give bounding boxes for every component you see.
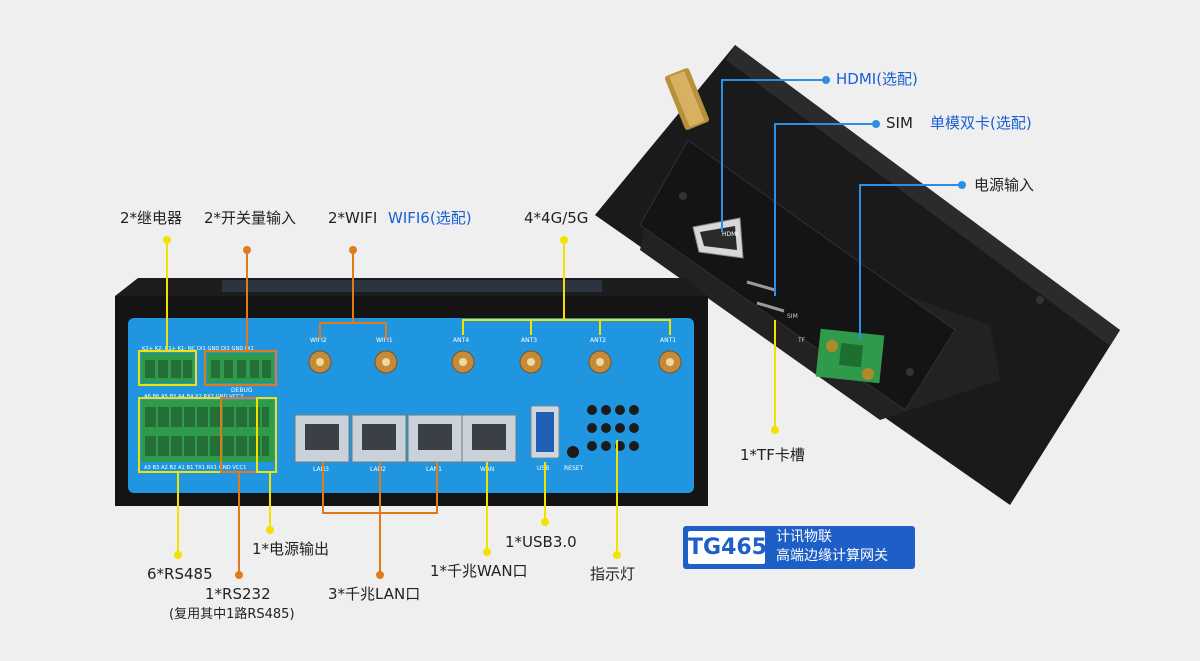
label-lan: 3*千兆LAN口 [328,585,421,603]
label-power-output: 1*电源输出 [252,540,330,558]
antenna-pin [527,358,535,366]
antenna-pin [596,358,604,366]
led-indicators [587,405,639,451]
ethernet-port-label: LAN3 [313,466,329,473]
ethernet-socket [418,424,452,450]
antenna-label: ANT4 [453,337,469,344]
label-wan: 1*千兆WAN口 [430,562,528,580]
label-hdmi: HDMI(选配) [836,70,918,88]
ethernet-port-label: LAN1 [426,466,442,473]
antenna-label: ANT2 [590,337,606,344]
usb-text: USB [537,465,549,472]
brand-name: 计讯物联 [776,529,832,545]
ethernet-socket [362,424,396,450]
ethernet-socket [305,424,339,450]
terminal-bot-labels: A3 B3 A2 B2 A1 B1 TX1 RX1 GND VCC1 [144,465,246,471]
antenna-label: WIFI1 [376,337,393,344]
terminal-top-labels: K2+ K2- K1+ K1- NC DI1 GND DI2 GND DI1 [142,346,254,352]
side-tf-text: TF [797,337,806,344]
side-hdmi-text: HDMI [722,231,738,238]
ethernet-port-label: LAN2 [370,466,386,473]
label-power-input: 电源输入 [974,176,1035,194]
product-tagline: 高端边缘计算网关 [776,548,888,564]
label-sim: SIM [886,114,913,132]
antenna-row: WIFI2 WIFI1 ANT4 ANT3 ANT2 ANT1 [308,337,682,374]
product-badge: TG465 计讯物联 高端边缘计算网关 [683,526,915,569]
reset-button[interactable] [567,446,579,458]
debug-text: DEBUG [231,387,253,394]
antenna-pin [666,358,674,366]
label-indicator: 指示灯 [590,565,636,583]
antenna-pin [382,358,390,366]
label-usb: 1*USB3.0 [505,533,577,551]
antenna-label: ANT1 [660,337,676,344]
model-name: TG465 [688,531,767,564]
antenna-label: WIFI2 [310,337,327,344]
label-rs232-note: (复用其中1路RS485) [169,607,295,622]
label-cellular: 4*4G/5G [524,209,589,227]
label-tf-slot: 1*TF卡槽 [740,446,805,464]
label-relay: 2*继电器 [120,209,183,227]
reset-text: RESET [564,465,584,472]
ethernet-socket [472,424,506,450]
label-wifi-option: WIFI6(选配) [388,209,472,227]
label-sim-option: 单模双卡(选配) [930,114,1032,132]
side-device: HDMI SIM TF [595,45,1120,505]
label-digital-input: 2*开关量输入 [204,209,297,227]
antenna-pin [459,358,467,366]
label-rs485: 6*RS485 [147,565,213,583]
antenna-label: ANT3 [521,337,537,344]
antenna-pin [316,358,324,366]
label-wifi: 2*WIFI [328,209,378,227]
label-rs232: 1*RS232 [205,585,271,603]
side-sim-text: SIM [787,313,798,320]
